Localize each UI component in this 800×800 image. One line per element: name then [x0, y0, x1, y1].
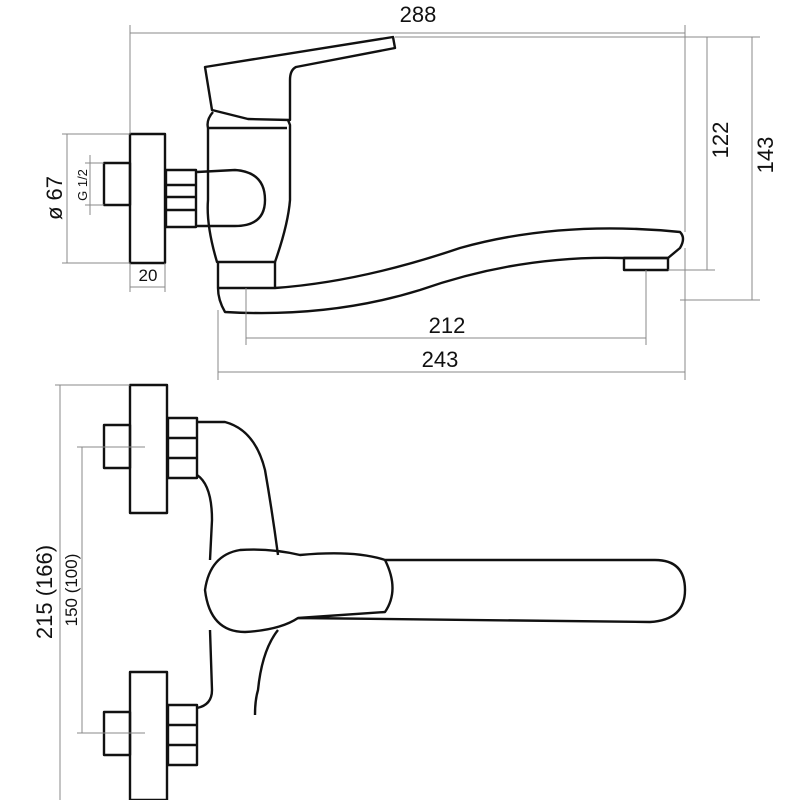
aerator: [622, 256, 670, 272]
dim-overall-width: 215 (166): [32, 545, 57, 639]
upper-flange: [128, 383, 169, 515]
dim-overall-length: 288: [400, 2, 437, 27]
union-nut: [164, 168, 198, 229]
dim-spout-height: 122: [708, 122, 733, 159]
handle: [203, 35, 397, 122]
top-view: 215 (166) 150 (100): [32, 383, 687, 800]
elbow: [196, 168, 267, 228]
dim-spout-reach-inner: 212: [429, 313, 466, 338]
dim-flange-depth: 20: [139, 266, 158, 285]
spout: [216, 227, 685, 315]
dim-flange-diameter: ø 67: [42, 176, 67, 220]
lower-nut: [166, 703, 199, 767]
top-dimension-lines: [55, 384, 145, 800]
wall-flange: [128, 132, 167, 265]
body: [206, 111, 292, 264]
dim-thread: G 1/2: [75, 169, 90, 201]
dim-overall-height: 143: [753, 137, 778, 174]
upper-nut: [166, 416, 199, 480]
inlet-stub: [102, 161, 132, 207]
dim-inlet-spacing: 150 (100): [62, 554, 81, 627]
side-view: 288 122 143 212 243 ø 67 G 1/2 20: [42, 2, 778, 380]
dim-spout-reach-outer: 243: [422, 347, 459, 372]
lower-flange: [128, 670, 169, 800]
lever-handle: [203, 548, 687, 634]
dimension-lines: [62, 25, 760, 380]
mixer-body: [196, 420, 280, 716]
